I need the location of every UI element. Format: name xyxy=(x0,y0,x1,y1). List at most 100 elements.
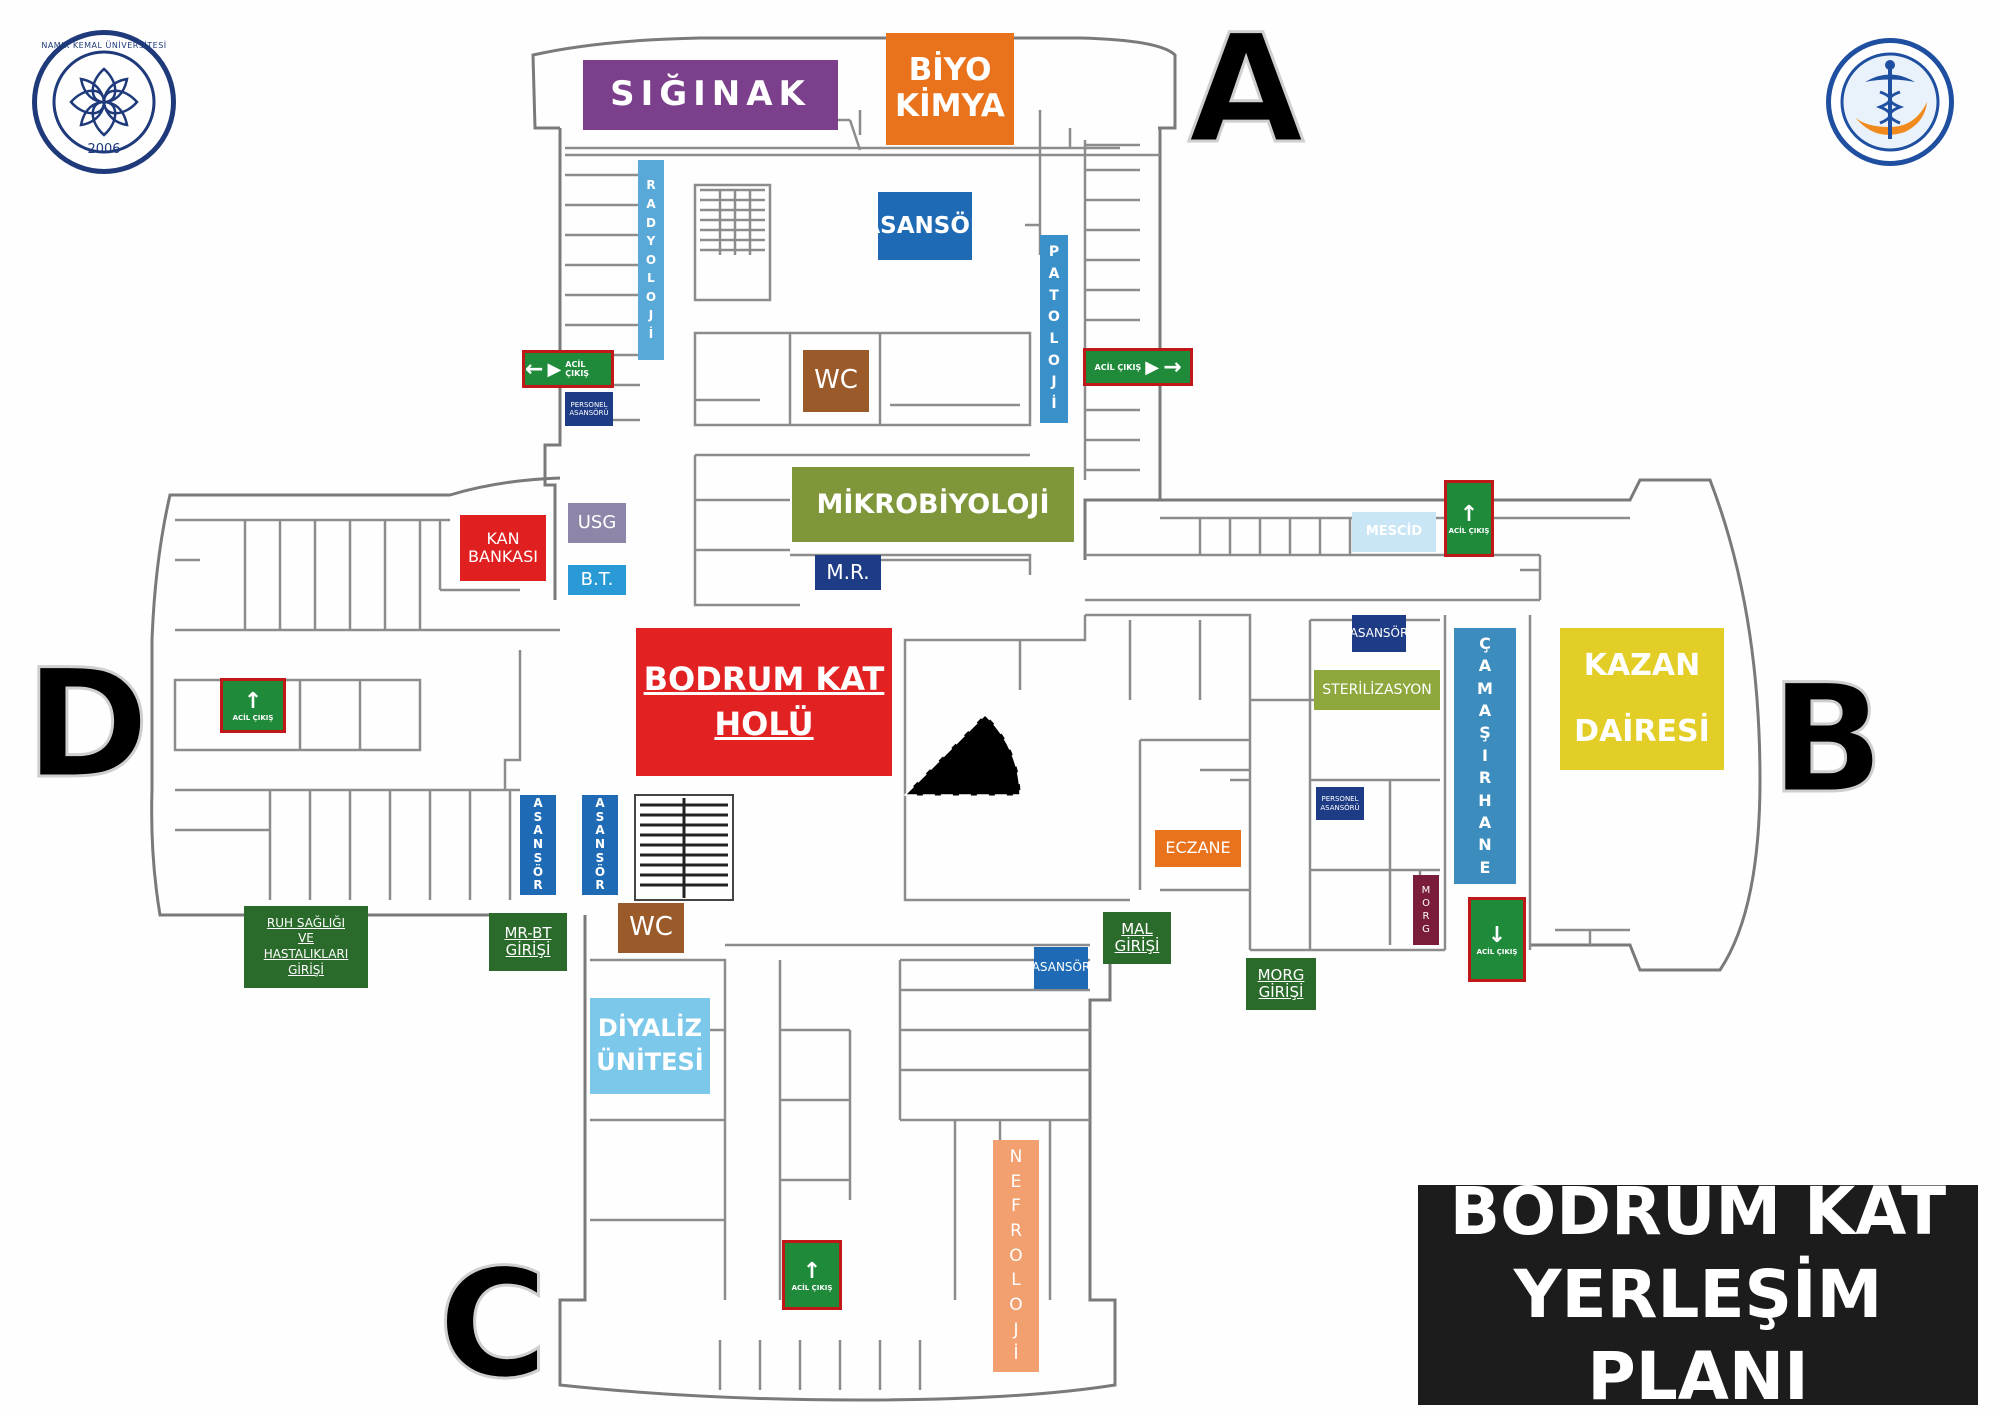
room-kazan-dairesi[interactable]: KAZAN DAİRESİ xyxy=(1560,628,1724,770)
entrance-morg-label-1: MORG xyxy=(1257,965,1305,984)
elevator-d1-letter: A xyxy=(533,795,543,810)
entrance-mal[interactable]: MAL GİRİŞİ xyxy=(1103,912,1171,964)
room-bt-label: B.T. xyxy=(580,568,614,590)
room-mikrobiyoloji-label: MİKROBİYOLOJİ xyxy=(816,488,1050,520)
room-morg[interactable]: M O R G xyxy=(1413,875,1439,945)
elevator-a[interactable]: ASANSÖR xyxy=(862,192,988,260)
room-wc-bottom-label: WC xyxy=(629,912,673,943)
emergency-exit-a-left: ← ▶ ACİL ÇIKIŞ xyxy=(522,350,614,388)
emergency-exit-b-top: ↑ ACİL ÇIKIŞ xyxy=(1444,480,1494,557)
camasirhane-letter: N xyxy=(1478,835,1492,855)
elevator-d1[interactable]: A S A N S Ö R xyxy=(520,795,556,895)
camasirhane-letter: Ç xyxy=(1479,633,1491,653)
nefroloji-letter: F xyxy=(1011,1196,1021,1217)
personnel-elevator-b-label-1: PERSONEL xyxy=(1321,795,1359,804)
room-wc-bottom[interactable]: WC xyxy=(618,903,684,953)
radyoloji-letter: O xyxy=(645,252,657,267)
room-wc-top[interactable]: WC xyxy=(803,350,869,412)
room-kan-bankasi-label-1: KAN xyxy=(486,528,520,548)
room-usg[interactable]: USG xyxy=(568,503,626,543)
university-logo-emblem-icon xyxy=(52,50,156,154)
personnel-elevator-a-label-1: PERSONEL xyxy=(570,400,608,409)
room-bodrum-kat-holu-label-1: BODRUM KAT xyxy=(643,660,885,699)
room-bt[interactable]: B.T. xyxy=(568,565,626,595)
running-person-icon: ▶ xyxy=(1145,356,1160,378)
entrance-mal-label-2: GİRİŞİ xyxy=(1114,937,1160,955)
wing-label-d: D xyxy=(24,638,152,812)
room-camasirhane[interactable]: Ç A M A Ş I R H A N E xyxy=(1454,628,1516,884)
camasirhane-letter: M xyxy=(1477,678,1493,698)
nefroloji-letter: L xyxy=(1011,1270,1021,1291)
camasirhane-letter: A xyxy=(1478,656,1492,676)
exit-arrow-up-icon: ↑ xyxy=(1459,502,1479,527)
elevator-b[interactable]: ASANSÖR xyxy=(1350,615,1408,652)
room-mescid[interactable]: MESCİD xyxy=(1352,512,1436,552)
nefroloji-letter: J xyxy=(1013,1319,1019,1340)
radyoloji-letter: D xyxy=(646,215,656,230)
elevator-a-label: ASANSÖR xyxy=(862,212,988,239)
room-eczane-label: ECZANE xyxy=(1165,838,1231,858)
room-mikrobiyoloji[interactable]: MİKROBİYOLOJİ xyxy=(792,467,1074,542)
room-nefroloji[interactable]: N E F R O L O J İ xyxy=(993,1140,1039,1372)
room-radyoloji[interactable]: R A D Y O L O J İ xyxy=(638,160,664,360)
plan-title-line-1: BODRUM KAT xyxy=(1449,1173,1947,1251)
nefroloji-letter: N xyxy=(1009,1147,1023,1168)
patoloji-letter: A xyxy=(1048,265,1060,282)
patoloji-letter: J xyxy=(1051,374,1057,391)
room-diyaliz-label-1: DİYALİZ xyxy=(597,1014,703,1043)
morg-letter: O xyxy=(1422,898,1430,909)
spiral-staircase xyxy=(903,713,1021,796)
radyoloji-letter: Y xyxy=(646,234,656,249)
nefroloji-letter: E xyxy=(1010,1171,1022,1192)
room-diyaliz-unitesi[interactable]: DİYALİZ ÜNİTESİ xyxy=(590,998,710,1094)
camasirhane-letter: A xyxy=(1478,701,1492,721)
patoloji-letter: P xyxy=(1048,244,1060,261)
room-biyokimya[interactable]: BİYO KİMYA xyxy=(886,33,1014,145)
entrance-mr-bt-label-2: GİRİŞİ xyxy=(505,941,551,959)
room-mr[interactable]: M.R. xyxy=(815,555,881,590)
room-siginak[interactable]: SIĞINAK xyxy=(583,60,838,130)
room-bodrum-kat-holu[interactable]: BODRUM KAT HOLÜ xyxy=(636,628,892,776)
elevator-c[interactable]: ASANSÖR xyxy=(1032,947,1090,989)
radyoloji-letter: R xyxy=(646,178,656,193)
entrance-ruh-sagligi[interactable]: RUH SAĞLIĞI VE HASTALIKLARI GİRİŞİ xyxy=(244,906,368,988)
elevator-d2-letter: R xyxy=(595,878,605,893)
entrance-mr-bt[interactable]: MR-BT GİRİŞİ xyxy=(489,913,567,971)
exit-arrow-right-icon: → xyxy=(1163,354,1182,380)
personnel-elevator-b[interactable]: PERSONEL ASANSÖRÜ xyxy=(1316,787,1364,820)
exit-arrow-up-icon: ↑ xyxy=(243,689,263,714)
wing-label-b: B xyxy=(1768,653,1885,827)
nefroloji-letter: İ xyxy=(1013,1344,1019,1365)
radyoloji-letter: O xyxy=(645,289,657,304)
plan-title-line-2: YERLEŞİM PLANI xyxy=(1513,1255,1883,1416)
room-kazan-dairesi-label-2: DAİRESİ xyxy=(1574,714,1710,749)
personnel-elevator-a-label-2: ASANSÖRÜ xyxy=(569,409,609,417)
exit-arrow-down-icon: ↓ xyxy=(1487,923,1507,948)
elevator-d2-letter: S xyxy=(595,850,605,865)
elevator-d2-letter: A xyxy=(595,823,605,838)
emergency-exit-b-bottom-label: ACİL ÇIKIŞ xyxy=(1476,948,1518,956)
room-eczane[interactable]: ECZANE xyxy=(1155,830,1241,867)
entrance-mr-bt-label-1: MR-BT xyxy=(504,923,552,942)
university-logo-year: 2006 xyxy=(87,142,121,157)
elevator-d1-letter: Ö xyxy=(532,864,544,879)
entrance-morg[interactable]: MORG GİRİŞİ xyxy=(1246,958,1316,1010)
room-usg-label: USG xyxy=(577,511,617,533)
emergency-exit-b-top-label: ACİL ÇIKIŞ xyxy=(1448,527,1490,535)
radyoloji-letter: J xyxy=(648,308,654,323)
room-sterilizasyon[interactable]: STERİLİZASYON xyxy=(1314,670,1440,710)
emergency-exit-a-right: ACİL ÇIKIŞ ▶ → xyxy=(1083,348,1193,386)
entrance-ruh-sagligi-label-1: RUH SAĞLIĞI xyxy=(266,915,346,930)
room-sterilizasyon-label: STERİLİZASYON xyxy=(1322,681,1432,698)
morg-letter: R xyxy=(1422,911,1430,922)
elevator-d2[interactable]: A S A N S Ö R xyxy=(582,795,618,895)
room-biyokimya-label-1: BİYO xyxy=(908,52,992,89)
room-patoloji[interactable]: P A T O L O J İ xyxy=(1040,235,1068,423)
room-kan-bankasi-label-2: BANKASI xyxy=(468,547,538,566)
camasirhane-letter: E xyxy=(1479,857,1491,877)
personnel-elevator-a[interactable]: PERSONEL ASANSÖRÜ xyxy=(565,392,613,426)
elevator-d1-letter: S xyxy=(533,809,543,824)
patoloji-letter: L xyxy=(1049,331,1059,347)
room-kan-bankasi[interactable]: KAN BANKASI xyxy=(460,515,546,581)
